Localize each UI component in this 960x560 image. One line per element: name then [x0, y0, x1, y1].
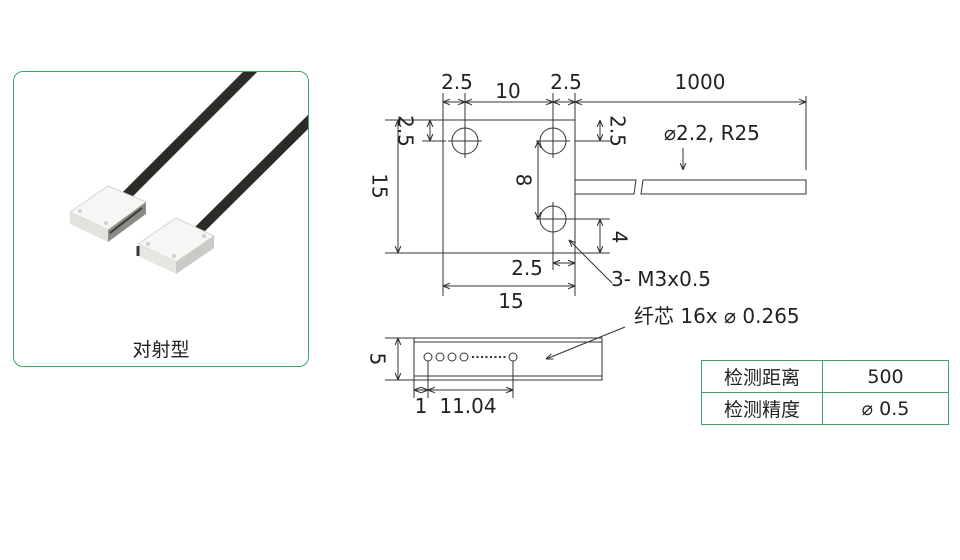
cable-body — [640, 179, 807, 195]
cable-stub — [575, 179, 637, 195]
dim-core-span: 11.04 — [439, 394, 496, 418]
dim-height: 15 — [368, 173, 392, 198]
dim-width: 15 — [498, 289, 523, 313]
dim-first-core: 1 — [415, 394, 428, 418]
spec-label: 检测距离 — [701, 360, 823, 393]
fiber-core-16 — [508, 352, 518, 362]
dim-hole-edge-bottom: 4 — [608, 231, 632, 244]
sensor-body-outline — [442, 119, 576, 254]
dim-cable-length: 1000 — [675, 70, 726, 94]
dim-hole-vertical-spacing: 8 — [512, 174, 536, 187]
dim-hole-edge-bottom-side: 2.5 — [511, 256, 543, 280]
fiber-core-3 — [447, 352, 457, 362]
dim-hole-edge-top-left: 2.5 — [394, 115, 418, 147]
fiber-core-4 — [459, 352, 469, 362]
spec-row-detection-distance: 检测距离 500 — [701, 360, 949, 393]
dim-hole-spacing: 10 — [495, 79, 520, 103]
product-photo-panel: 对射型 — [13, 62, 317, 367]
spec-table: 检测距离 500 检测精度 ⌀ 0.5 — [701, 360, 949, 425]
spec-value: 500 — [822, 360, 949, 393]
hole-note-leader — [569, 240, 613, 284]
fiber-note: 纤芯 16x ⌀ 0.265 — [634, 304, 800, 328]
dim-hole-edge-right: 2.5 — [550, 70, 582, 94]
sensor-head-2 — [136, 217, 216, 274]
cable-note: ⌀2.2, R25 — [664, 121, 760, 145]
spec-value: ⌀ 0.5 — [822, 392, 949, 425]
spec-row-detection-accuracy: 检测精度 ⌀ 0.5 — [701, 392, 949, 425]
sensor-head-1 — [68, 185, 148, 242]
cable-2 — [193, 113, 317, 236]
side-view-outline — [413, 337, 603, 381]
product-caption: 对射型 — [132, 339, 190, 361]
sensor-pair-illustration — [68, 62, 317, 274]
cable-1 — [118, 62, 260, 204]
spec-label: 检测精度 — [701, 392, 823, 425]
dim-thickness: 5 — [366, 353, 390, 366]
hole-note: 3- M3x0.5 — [611, 267, 711, 291]
dim-hole-edge-top-right: 2.5 — [606, 115, 630, 147]
fiber-core-1 — [423, 352, 433, 362]
dim-hole-edge-left: 2.5 — [441, 70, 473, 94]
fiber-note-leader — [546, 326, 626, 359]
fiber-core-2 — [435, 352, 445, 362]
